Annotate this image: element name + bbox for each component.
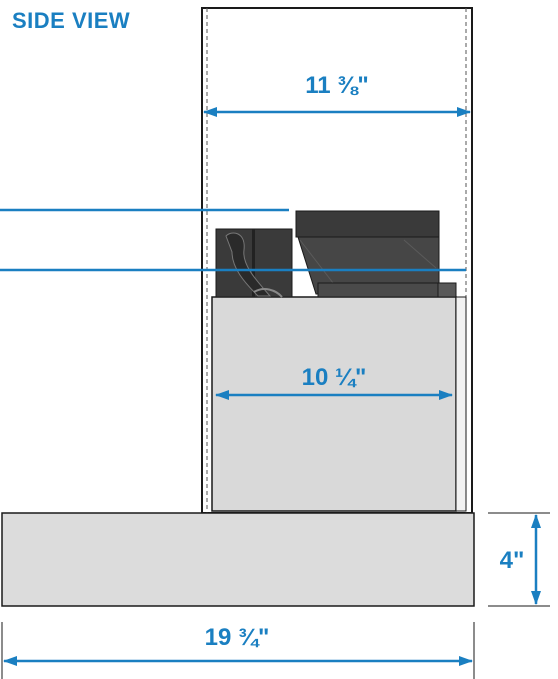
diagram-title: SIDE VIEW — [12, 8, 131, 33]
blower-housing — [295, 210, 457, 298]
base-height-label: 4" — [500, 547, 525, 574]
unit-width-label: 10 ¼" — [302, 364, 367, 391]
unit-side-panel — [455, 296, 467, 512]
extension-lines — [1, 512, 550, 679]
cabinet-width-label: 11 ⅜" — [305, 72, 368, 99]
motor-block — [215, 228, 293, 298]
unit-body — [211, 296, 457, 512]
overall-width-label: 19 ¾" — [205, 624, 270, 651]
leader-lines — [0, 208, 466, 272]
base-plate — [1, 512, 475, 607]
